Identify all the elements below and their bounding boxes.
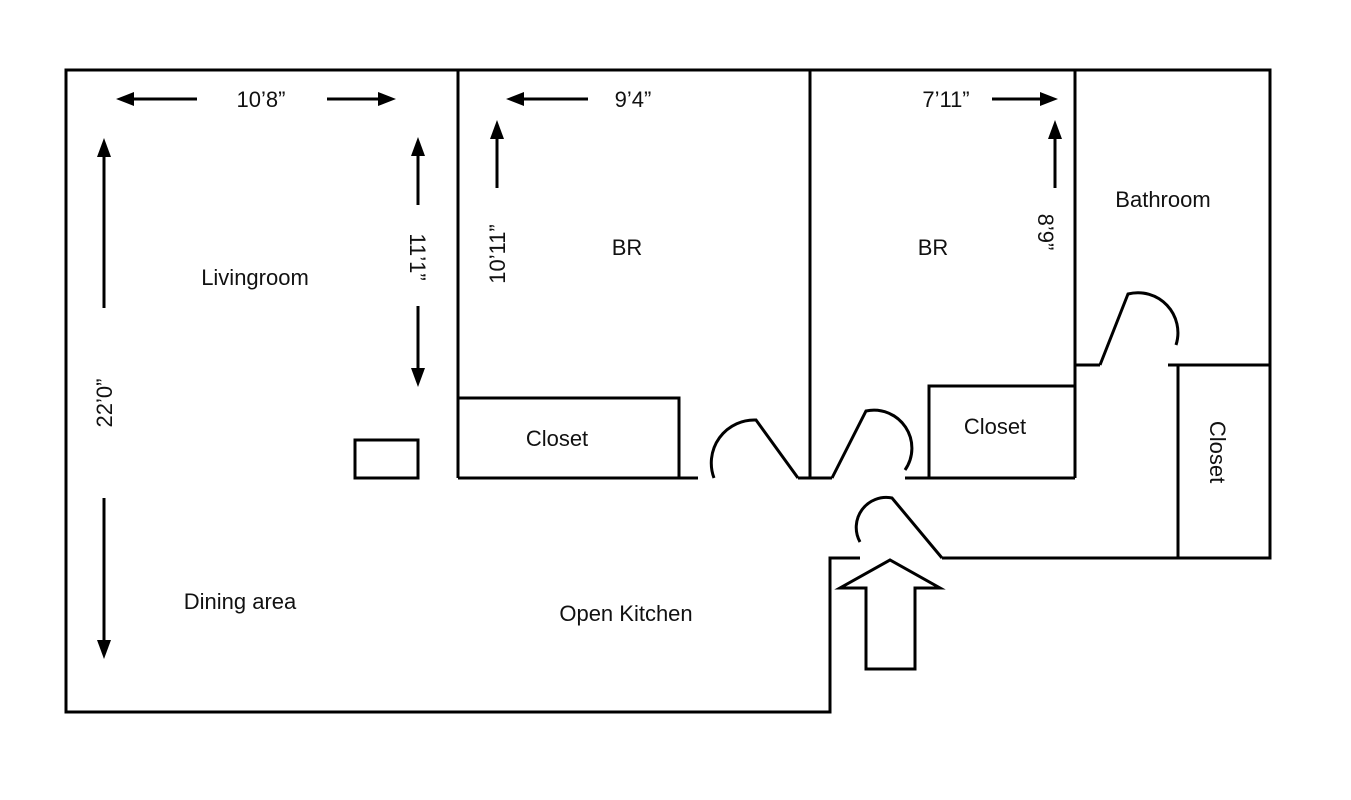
dim-br2-width-arrowhead-icon [1040, 92, 1058, 106]
dim-br2-depth-label: 8’9” [1033, 214, 1058, 251]
label-br2: BR [918, 235, 949, 260]
dim-living-depth-label: 11’1” [405, 233, 430, 280]
label-closet-br1: Closet [526, 426, 588, 451]
label-bathroom: Bathroom [1115, 187, 1210, 212]
dim-br1-width-arrowhead-icon [506, 92, 524, 106]
door-bathroom [1098, 291, 1180, 366]
dim-living-width-label: 10’8” [237, 87, 286, 112]
living-fixture-box [353, 438, 420, 480]
dim-living-depth-top-arrowhead-icon [411, 137, 425, 156]
dimension-arrows [97, 92, 1062, 659]
dim-living-width-right-arrowhead-icon [378, 92, 396, 106]
dim-br1-width-label: 9’4” [615, 87, 652, 112]
label-dining-area: Dining area [184, 589, 297, 614]
dim-total-depth-bottom-arrowhead-icon [97, 640, 111, 659]
room-labels: Livingroom Dining area Open Kitchen BR B… [184, 187, 1230, 626]
dim-total-depth-top-arrowhead-icon [97, 138, 111, 157]
dim-living-width-left-arrowhead-icon [116, 92, 134, 106]
dim-br1-depth-label: 10’11” [485, 224, 510, 284]
dim-living-depth-bottom-arrowhead-icon [411, 368, 425, 387]
label-closet-hall: Closet [1205, 421, 1230, 483]
closet-br1-outline [458, 396, 681, 478]
closet-br2-outline [927, 384, 1075, 478]
label-open-kitchen: Open Kitchen [559, 601, 692, 626]
dimension-labels: 10’8” 9’4” 7’11” 22’0” 11’1” 10’11” 8’9” [92, 87, 1058, 427]
door-br2 [830, 408, 914, 479]
label-closet-br2: Closet [964, 414, 1026, 439]
doors [709, 291, 1180, 559]
outer-wall [64, 68, 1272, 714]
label-br1: BR [612, 235, 643, 260]
door-entry [854, 495, 944, 559]
dim-br2-width-label: 7’11” [922, 87, 969, 112]
entry-arrow-icon [834, 558, 946, 671]
dim-total-depth-label: 22’0” [92, 379, 117, 428]
dim-br2-depth-arrowhead-icon [1048, 120, 1062, 139]
walls [64, 68, 1272, 714]
door-br1 [709, 418, 800, 479]
closets [353, 384, 1075, 480]
label-livingroom: Livingroom [201, 265, 309, 290]
dim-br1-depth-arrowhead-icon [490, 120, 504, 139]
